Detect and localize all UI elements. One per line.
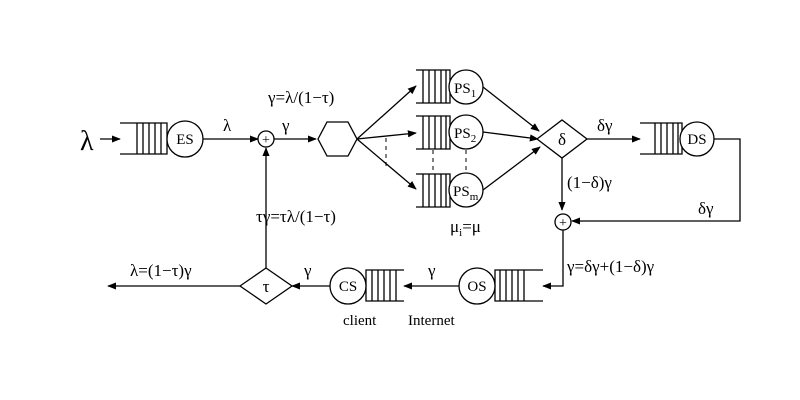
cs-label: CS xyxy=(339,279,357,295)
psm-queue xyxy=(416,173,451,208)
ps1-to-delta-arrow xyxy=(482,86,540,132)
dispatch-to-ps2-arrow xyxy=(356,130,417,140)
os-label: OS xyxy=(467,279,486,295)
gamma-cs-tau-label: γ xyxy=(303,261,312,280)
gamma-sum-label: γ=δγ+(1−δ)γ xyxy=(566,257,655,276)
mu-label: μi=μ xyxy=(450,217,481,239)
cs-queue xyxy=(365,269,404,302)
merge-plus-symbol: + xyxy=(262,133,270,148)
psm-label: PSm xyxy=(453,184,479,203)
ps2-queue xyxy=(416,115,451,150)
ds-label: DS xyxy=(687,132,706,148)
lambda-output-label: λ=(1−τ)γ xyxy=(130,261,192,280)
gamma-equation-label: γ=λ/(1−τ) xyxy=(267,88,334,107)
psm-to-delta-arrow xyxy=(482,146,541,191)
dispatch-to-ps1-arrow xyxy=(356,85,417,140)
os-queue xyxy=(494,269,543,302)
one-minus-delta-gamma-label: (1−δ)γ xyxy=(567,173,612,192)
gamma-os-cs-label: γ xyxy=(427,261,436,280)
ps2-label: PS2 xyxy=(454,126,476,145)
delta-gamma-right-label: δγ xyxy=(698,199,714,218)
ps1-queue xyxy=(416,69,451,104)
delta-gamma-top-label: δγ xyxy=(597,116,613,135)
internet-caption: Internet xyxy=(408,313,455,329)
ps2-to-delta-arrow xyxy=(482,131,539,142)
ds-queue xyxy=(640,122,683,155)
lambda-input-label: λ xyxy=(80,126,94,157)
gamma-after-plus-label: γ xyxy=(281,116,290,135)
tau-symbol: τ xyxy=(263,277,270,296)
lambda-es-label: λ xyxy=(223,116,232,135)
dispatcher-hexagon xyxy=(317,121,358,157)
tau-diamond xyxy=(238,267,294,305)
client-caption: client xyxy=(343,313,377,329)
es-label: ES xyxy=(176,132,194,148)
join-to-os-arrow xyxy=(542,230,564,290)
ds-return-arrow xyxy=(571,138,741,225)
delta-symbol: δ xyxy=(558,130,566,149)
join-plus-symbol: + xyxy=(559,216,567,231)
es-queue xyxy=(120,122,168,155)
ps1-label: PS1 xyxy=(454,81,476,100)
feedback-label: τγ=τλ/(1−τ) xyxy=(256,207,336,226)
